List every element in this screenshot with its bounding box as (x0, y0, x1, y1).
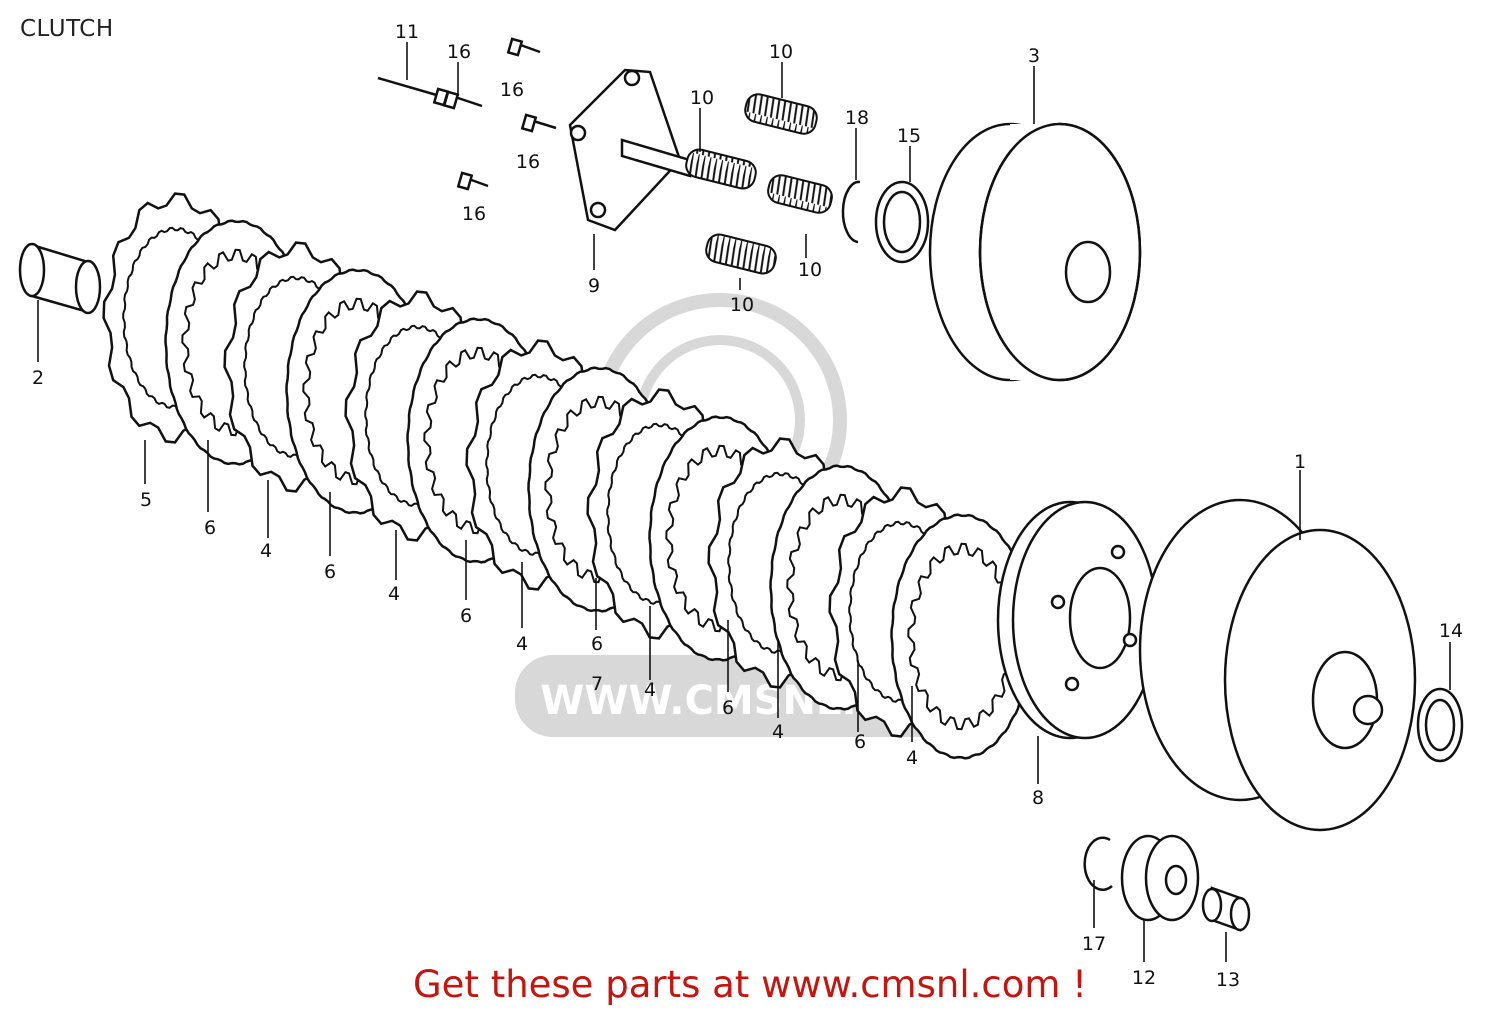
callout-labels: 11 16 16 16 16 10 10 10 10 18 15 3 9 2 5… (32, 21, 1463, 991)
clutch-center-hub-part (928, 122, 1142, 382)
bushing-part (18, 242, 102, 315)
clutch-plate-stack (102, 192, 1033, 760)
callout-2: 2 (32, 367, 44, 389)
callout-6: 6 (722, 697, 734, 719)
lifter-plate-part (568, 68, 692, 232)
callout-17: 17 (1082, 933, 1106, 955)
pressure-plate-part (996, 500, 1159, 740)
callout-6: 6 (854, 731, 866, 753)
callout-7: 7 (591, 673, 603, 695)
clutch-outer-basket-part (1138, 498, 1417, 832)
clutch-springs (685, 93, 833, 275)
callout-14: 14 (1439, 620, 1463, 642)
callout-4: 4 (772, 721, 784, 743)
callout-6: 6 (204, 517, 216, 539)
small-parts-lower-right (1083, 687, 1464, 932)
callout-4: 4 (260, 540, 272, 562)
callout-10: 10 (730, 294, 754, 316)
callout-15: 15 (897, 125, 921, 147)
callout-13: 13 (1216, 969, 1240, 991)
callout-18: 18 (845, 107, 869, 129)
callout-10: 10 (690, 87, 714, 109)
callout-3: 3 (1028, 45, 1040, 67)
page-title: CLUTCH (20, 16, 114, 42)
callout-12: 12 (1132, 967, 1156, 989)
bolt-parts (377, 37, 557, 191)
callout-10: 10 (798, 259, 822, 281)
callout-4: 4 (906, 747, 918, 769)
callout-4: 4 (644, 679, 656, 701)
callout-6: 6 (591, 633, 603, 655)
footer-parts-link[interactable]: Get these parts at www.cmsnl.com ! (412, 963, 1087, 1006)
callout-10: 10 (769, 41, 793, 63)
callout-16: 16 (516, 151, 540, 173)
callout-16: 16 (462, 203, 486, 225)
callout-16: 16 (447, 41, 471, 63)
circlip-and-washer (841, 180, 930, 264)
callout-4: 4 (388, 583, 400, 605)
callout-1: 1 (1294, 451, 1306, 473)
callout-6: 6 (324, 561, 336, 583)
callout-8: 8 (1032, 787, 1044, 809)
callout-leaders (37, 42, 1451, 962)
plain-clutch-plate (890, 513, 1033, 760)
callout-6: 6 (460, 605, 472, 627)
callout-4: 4 (516, 633, 528, 655)
callout-5: 5 (140, 489, 152, 511)
callout-9: 9 (588, 275, 600, 297)
callout-16: 16 (500, 79, 524, 101)
callout-11: 11 (395, 21, 419, 43)
